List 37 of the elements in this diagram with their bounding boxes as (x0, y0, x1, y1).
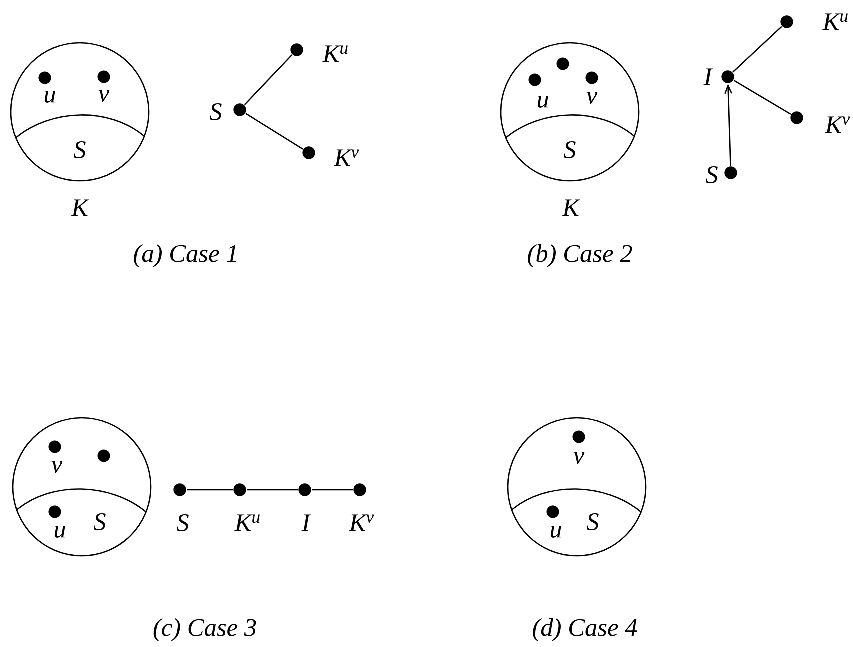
edge-line (312, 489, 353, 491)
vertex-label: I (704, 68, 714, 86)
vertex-label: S (706, 166, 718, 184)
edge-line (187, 489, 233, 491)
point-label: S (564, 142, 576, 159)
subfigure-caption: (a) Case 1 (134, 244, 236, 268)
vertex-label: K$^{v}$ (334, 150, 360, 166)
edge-line (734, 80, 792, 115)
point-label: S (74, 142, 86, 159)
vertex-label: K$^{v}$ (349, 514, 374, 532)
point-label: v (98, 90, 110, 102)
vertex-label: S (210, 104, 222, 121)
subfigure-caption: (c) Case 3 (154, 618, 256, 642)
vertex-label: K$^{u}$ (822, 14, 848, 30)
vertex-label: S (176, 514, 189, 532)
point-label: S (586, 514, 599, 531)
point-label: u (44, 91, 56, 103)
point-label: v (586, 92, 598, 104)
set-name: K (562, 200, 581, 216)
edge-line (244, 54, 293, 106)
edge-line (724, 84, 732, 166)
subfigure-caption: (b) Case 2 (528, 244, 632, 268)
point-label: v (52, 461, 63, 473)
vertex-label: K$^{v}$ (825, 116, 850, 134)
edge-line (247, 489, 298, 491)
point-label: u (538, 96, 548, 108)
edge-line (246, 113, 304, 150)
vertex-label: K$^{u}$ (234, 514, 260, 532)
vertex-label: K$^{u}$ (322, 46, 348, 62)
point-label: S (94, 514, 106, 531)
point-label: u (550, 526, 562, 538)
vertex-label: I (302, 514, 312, 532)
point-label: v (574, 452, 585, 464)
subfigure-caption: (d) Case 4 (533, 618, 638, 642)
edge-line (732, 26, 782, 73)
point-label: u (54, 526, 66, 538)
set-name: K (71, 200, 90, 216)
